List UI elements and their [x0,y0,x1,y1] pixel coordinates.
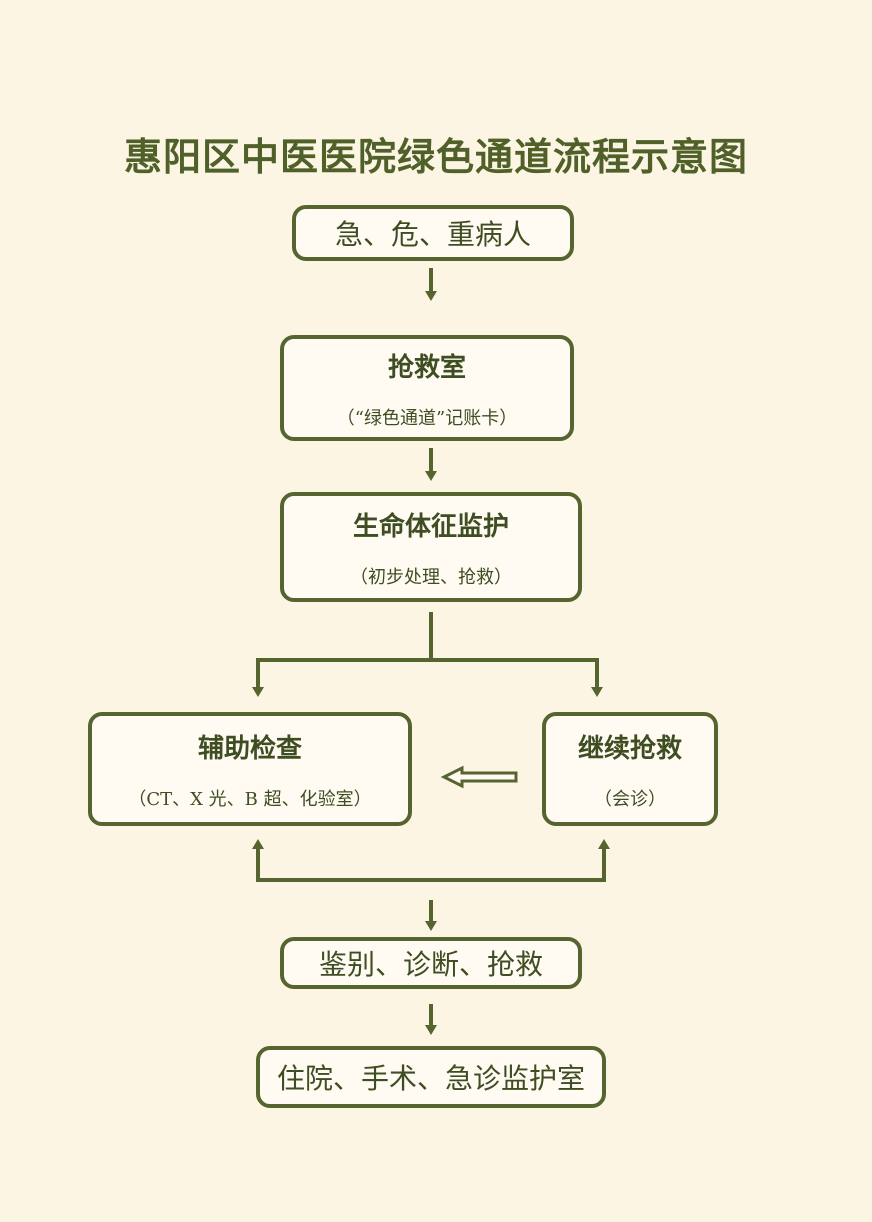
connector-vitals-split [258,612,597,662]
node-continue-rescue-note: （会诊） [594,788,666,810]
node-vital-signs-note: （初步处理、抢救） [350,566,512,588]
node-aux-exam-note: （CT、X 光、B 超、化验室） [128,788,372,810]
node-aux-exam: 辅助检查 （CT、X 光、B 超、化验室） [88,712,412,826]
hollow-arrow-continue-to-aux [440,765,518,789]
node-diagnosis: 鉴别、诊断、抢救 [280,937,582,989]
node-aux-exam-label: 辅助检查 [197,733,302,764]
node-rescue-room: 抢救室 （“绿色通道”记账卡） [280,335,574,441]
node-admission: 住院、手术、急诊监护室 [256,1046,606,1108]
node-diagnosis-label: 鉴别、诊断、抢救 [318,948,543,981]
node-rescue-room-note: （“绿色通道”记账卡） [336,407,518,429]
node-vital-signs: 生命体征监护 （初步处理、抢救） [280,492,582,602]
diagram-title: 惠阳区中医医院绿色通道流程示意图 [123,134,748,179]
node-vital-signs-label: 生命体征监护 [352,511,509,542]
node-continue-rescue: 继续抢救 （会诊） [542,712,718,826]
node-rescue-room-label: 抢救室 [387,352,466,383]
node-continue-rescue-label: 继续抢救 [577,733,682,764]
node-admission-label: 住院、手术、急诊监护室 [276,1062,585,1095]
node-patients: 急、危、重病人 [292,205,574,261]
node-patients-label: 急、危、重病人 [334,218,531,251]
